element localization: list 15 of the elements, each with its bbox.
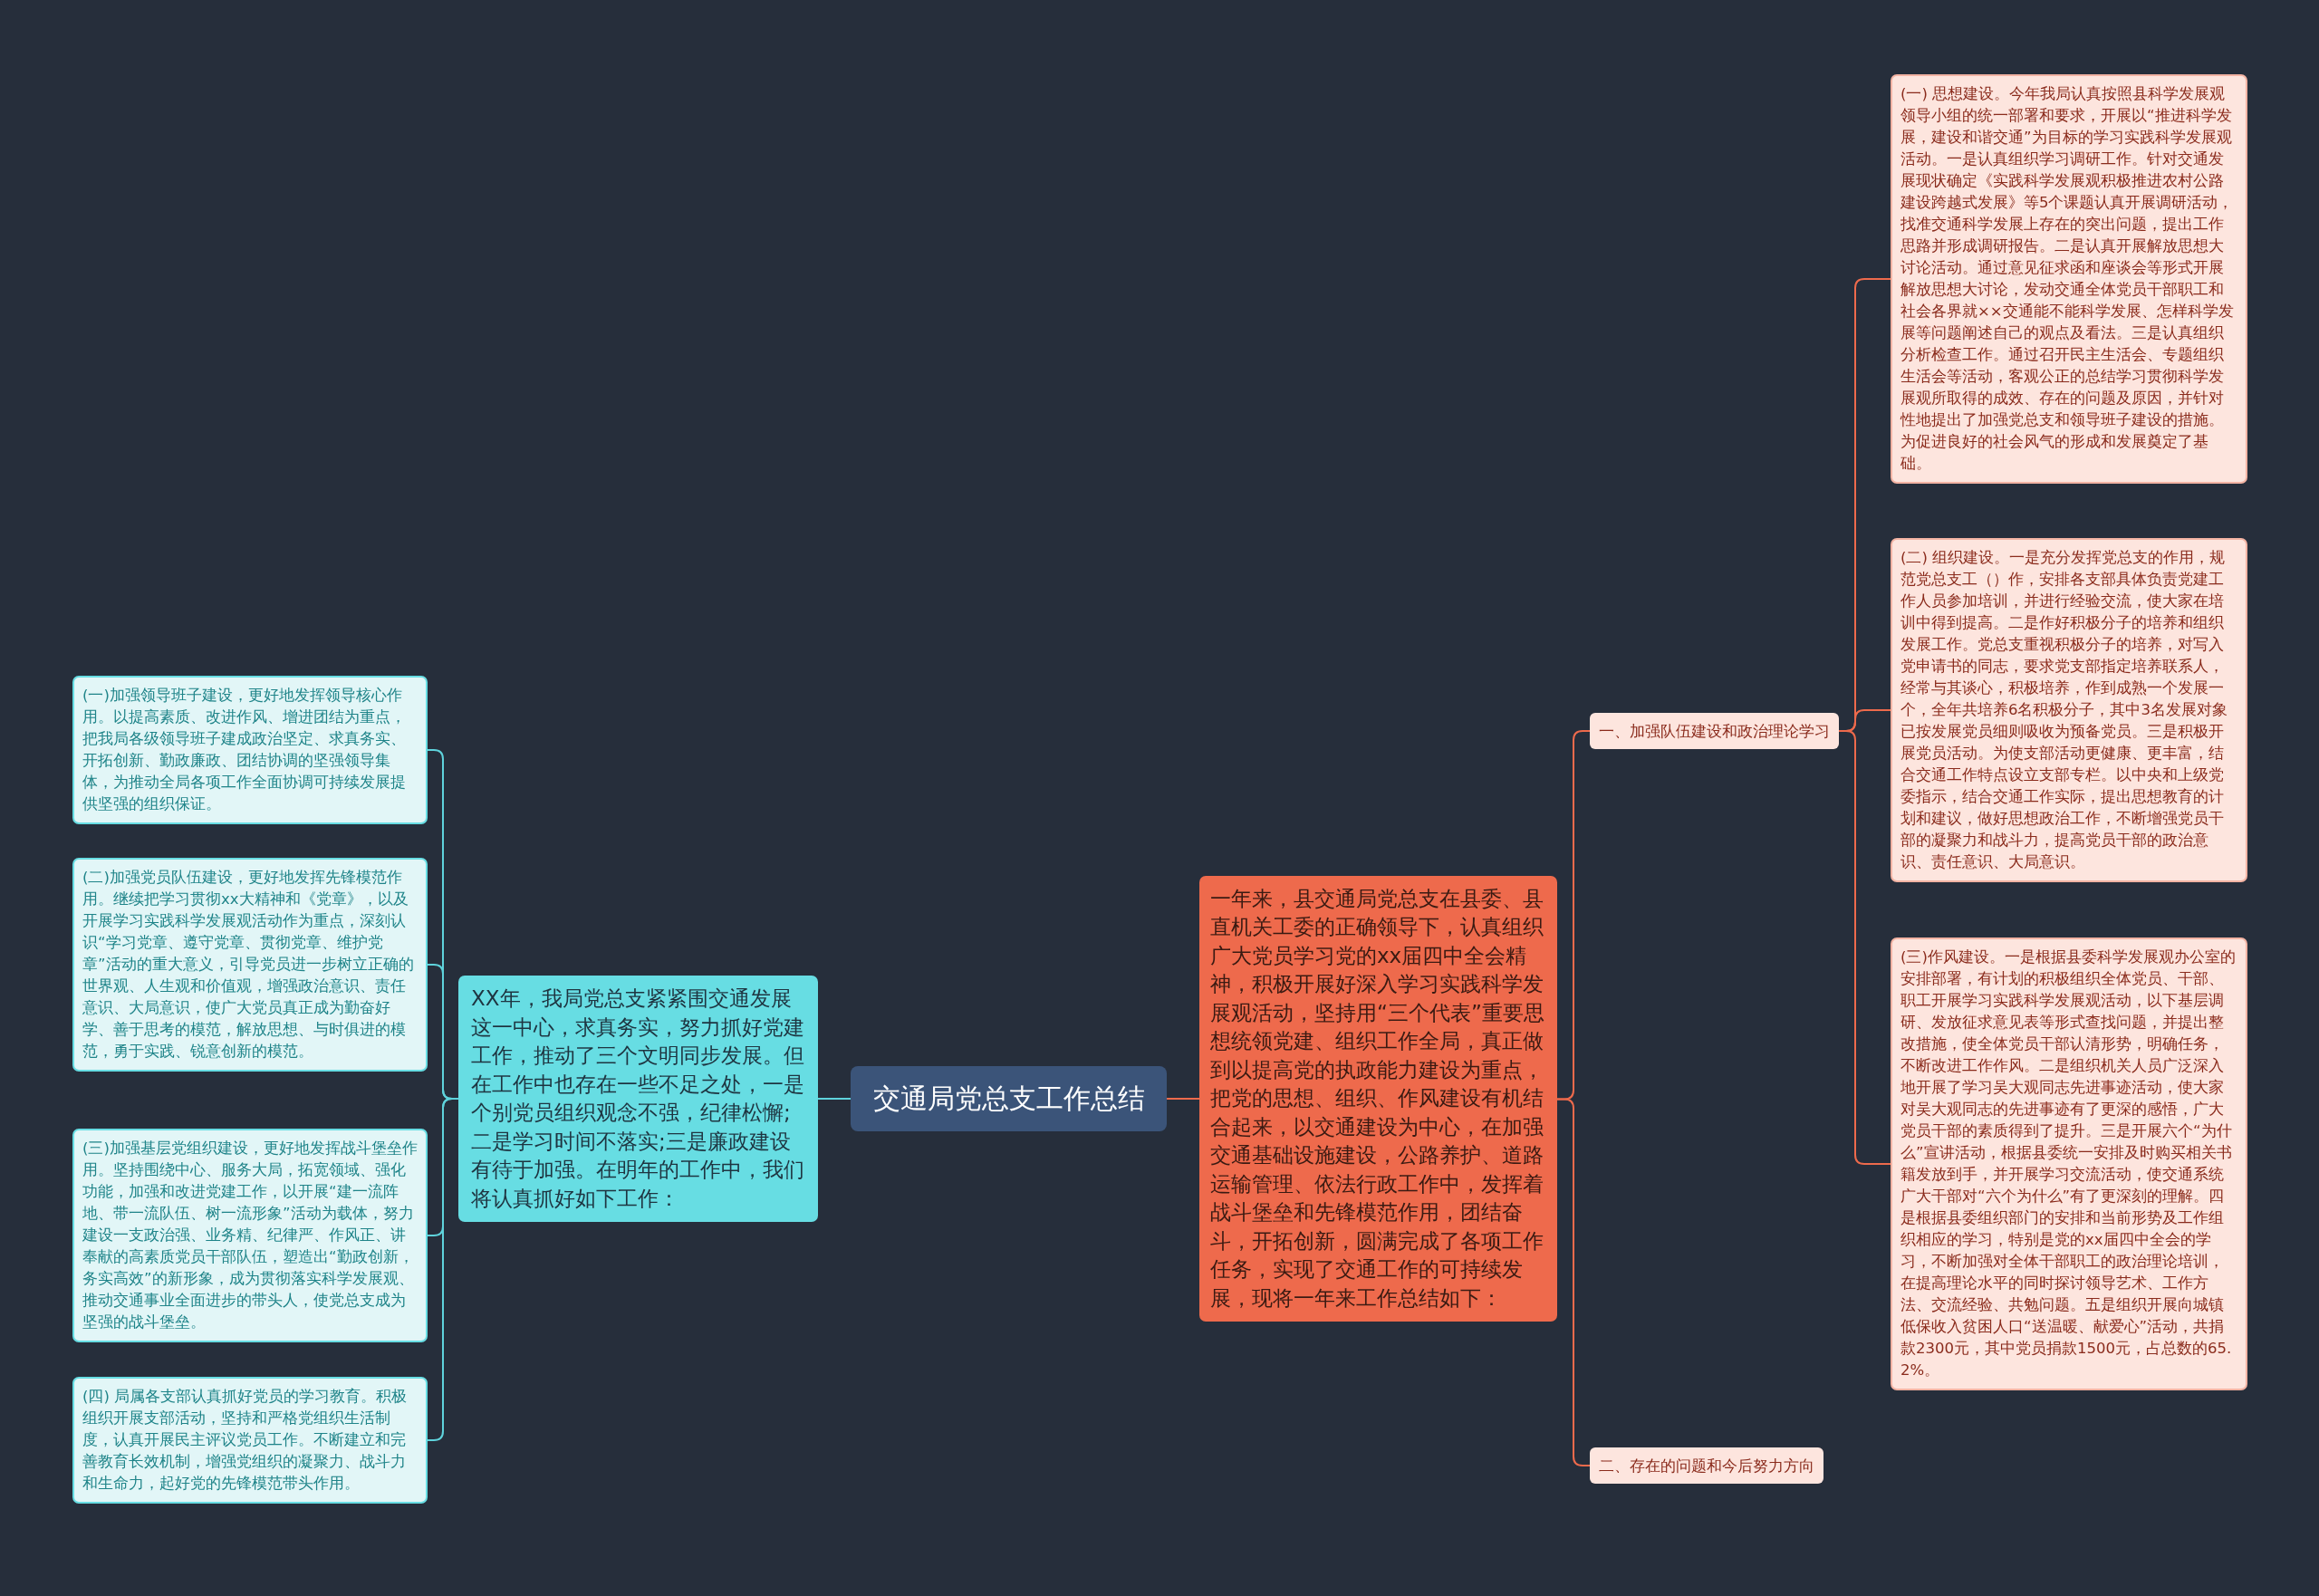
- connector-line: [1166, 1098, 1200, 1100]
- branch-label: 二、存在的问题和今后努力方向: [1590, 1447, 1823, 1484]
- topic-box: XX年，我局党总支紧紧围交通发展这一中心，求真务实，努力抓好党建工作，推动了三个文明同步发展。但在工作中也存在一些不足之处，一是个别党员组织观念不强，纪律松懈;二是学习时间不落实;三是廉政建设有待于加强。在明年的工作中，我们将认真抓好如下工作：: [458, 976, 818, 1222]
- central-topic-box: 交通局党总支工作总结: [851, 1066, 1167, 1131]
- text-card: (一)加强领导班子建设，更好地发挥领导核心作用。以提高素质、改进作风、增进团结为重点，把我局各级领导班子建成政治坚定、求真务实、开拓创新、勤政廉政、团结协调的坚强领导集体，为推动全局各项工作全面协调可持续发展提供坚强的组织保证。: [72, 676, 428, 824]
- text-card: (三)作风建设。一是根据县委科学发展观办公室的安排部署，有计划的积极组织全体党员、干部、职工开展学习实践科学发展观活动，以下基层调研、发放征求意见表等形式查找问题，并提出整改措施，使全体党员干部认清形势，明确任务，不断改进工作作风。二是组织机关人员广泛深入地开展了学习吴大观同志先进事迹活动，使大家对吴大观同志的先进事迹有了更深的感悟，广大党员干部的素质得到了提升。三是开展六个“为什么”宣讲活动，根据县委统一安排及时购买相关书籍发放到手，并开展学习交流活动，使交通系统广大干部对“六个为什么”有了更深刻的理解。四是根据县委组织部门的安排和当前形势及工作组织相应的学习，特别是党的xx届四中全会的学习，不断加强对全体干部职工的政治理论培训，在提高理论水平的同时探讨领导艺术、工作方法、交流经验、共勉问题。五是组织开展向城镇低保收入贫困人口“送温暖、献爱心”活动，共捐款2300元，其中党员捐款1500元，占总数的65.2%。: [1891, 937, 2247, 1390]
- connector-line: [817, 1098, 852, 1100]
- branch-label: 一、加强队伍建设和政治理论学习: [1590, 713, 1839, 749]
- topic-box: 一年来，县交通局党总支在县委、县直机关工委的正确领导下，认真组织广大党员学习党的xx届四中全会精神，积极开展好深入学习实践科学发展观活动，坚持用“三个代表”重要思想统领党建、组织工作全局，真正做到以提高党的执政能力建设为重点，把党的思想、组织、作风建设有机结合起来，以交通建设为中心，在加强交通基础设施建设，公路养护、道路运输管理、依法行政工作中，发挥着战斗堡垒和先锋模范作用，团结奋斗，开拓创新，圆满完成了各项工作任务，实现了交通工作的可持续发展，现将一年来工作总结如下：: [1199, 875, 1557, 1322]
- text-card: (一) 思想建设。今年我局认真按照县科学发展观领导小组的统一部署和要求，开展以“推进科学发展，建设和谐交通”为目标的学习实践科学发展观活动。一是认真组织学习调研工作。针对交通发展现状确定《实践科学发展观积极推进农村公路建设跨越式发展》等5个课题认真开展调研活动，找准交通科学发展上存在的突出问题，提出工作思路并形成调研报告。二是认真开展解放思想大讨论活动。通过意见征求函和座谈会等形式开展解放思想大讨论，发动交通全体党员干部职工和社会各界就××交通能不能科学发展、怎样科学发展等问题阐述自己的观点及看法。三是认真组织分析检查工作。通过召开民主生活会、专题组织生活会等活动，客观公正的总结学习贯彻科学发展观所取得的成效、存在的问题及原因，并针对性地提出了加强党总支和领导班子建设的措施。为促进良好的社会风气的形成和发展奠定了基础。: [1891, 74, 2247, 484]
- text-card: (三)加强基层党组织建设，更好地发挥战斗堡垒作用。坚持围绕中心、服务大局，拓宽领域、强化功能，加强和改进党建工作，以开展“建一流阵地、带一流队伍、树一流形象”活动为载体，努力建设一支政治强、业务精、纪律严、作风正、讲奉献的高素质党员干部队伍，塑造出“勤政创新，务实高效”的新形象，成为贯彻落实科学发展观、推动交通事业全面进步的带头人，使党总支成为坚强的战斗堡垒。: [72, 1129, 428, 1342]
- connector-line: [1556, 1098, 1591, 1466]
- text-card: (二)加强党员队伍建设，更好地发挥先锋模范作用。继续把学习贯彻xx大精神和《党章》，以及开展学习实践科学发展观活动作为重点，深刻认识“学习党章、遵守党章、贯彻党章、维护党章”活动的重大意义，引导党员进一步树立正确的世界观、人生观和价值观，增强政治意识、责任意识、大局意识，使广大党员真正成为勤奋好学、善于思考的模范，解放思想、与时俱进的模范，勇于实践、锐意创新的模范。: [72, 858, 428, 1072]
- text-card: (四) 局属各支部认真抓好党员的学习教育。积极组织开展支部活动，坚持和严格党组织生活制度，认真开展民主评议党员工作。不断建立和完善教育长效机制，增强党组织的凝聚力、战斗力和生命力，起好党的先锋模范带头作用。: [72, 1377, 428, 1504]
- text-card: (二) 组织建设。一是充分发挥党总支的作用，规范党总支工（）作，安排各支部具体负责党建工作人员参加培训，并进行经验交流，使大家在培训中得到提高。二是作好积极分子的培养和组织发展工作。党总支重视积极分子的培养，对写入党申请书的同志，要求党支部指定培养联系人，经常与其谈心，积极培养，作到成熟一个发展一个，全年共培养6名积极分子，其中3名发展对象已按发展党员细则吸收为预备党员。三是积极开展党员活动。为使支部活动更健康、更丰富，结合交通工作特点设立支部专栏。以中央和上级党委指示，结合交通工作实际，提出思想教育的计划和建议，做好思想政治工作，不断增强党员干部的凝聚力和战斗力，提高党员干部的政治意识、责任意识、大局意识。: [1891, 538, 2247, 882]
